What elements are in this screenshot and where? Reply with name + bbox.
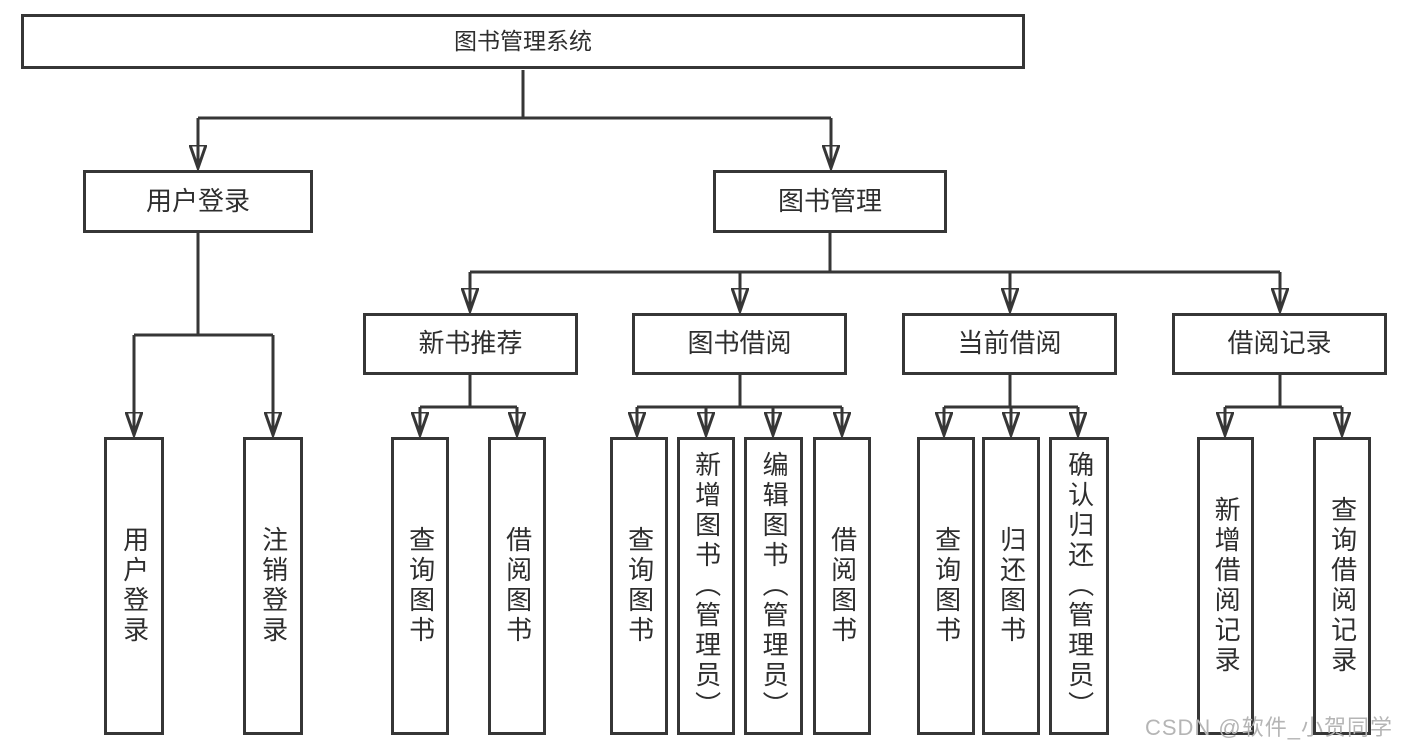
- leaf-current-confirm-return-admin-label: 确认归还（管理员）: [1064, 451, 1095, 721]
- edge-borrow-records-children: [1225, 375, 1342, 435]
- leaf-newbook-borrow-books-label: 借阅图书: [502, 526, 533, 646]
- leaf-borrow-edit-books-admin: 编辑图书（管理员）: [744, 437, 803, 735]
- node-current-borrow-label: 当前借阅: [957, 328, 1062, 359]
- leaf-current-query-books-label: 查询图书: [931, 526, 962, 646]
- node-book-borrow: 图书借阅: [632, 313, 847, 375]
- node-user-login: 用户登录: [83, 170, 313, 233]
- leaf-borrow-add-books-admin-label: 新增图书（管理员）: [691, 451, 722, 721]
- leaf-records-add-record-label: 新增借阅记录: [1211, 496, 1242, 676]
- node-book-borrow-label: 图书借阅: [687, 328, 792, 359]
- edge-current-borrow-children: [944, 375, 1078, 435]
- leaf-current-confirm-return-admin: 确认归还（管理员）: [1049, 437, 1109, 735]
- leaf-borrow-borrow-books-label: 借阅图书: [827, 526, 858, 646]
- leaf-borrow-borrow-books: 借阅图书: [813, 437, 871, 735]
- edge-new-book-rec-children: [420, 375, 517, 435]
- node-new-book-recommend-label: 新书推荐: [418, 328, 523, 359]
- node-borrow-records-label: 借阅记录: [1227, 328, 1332, 359]
- node-root-label: 图书管理系统: [454, 27, 592, 54]
- leaf-current-query-books: 查询图书: [917, 437, 975, 735]
- leaf-logout: 注销登录: [243, 437, 303, 735]
- node-new-book-recommend: 新书推荐: [363, 313, 578, 375]
- edge-root-to-level2: [198, 70, 831, 168]
- node-user-login-label: 用户登录: [145, 185, 250, 216]
- leaf-newbook-borrow-books: 借阅图书: [488, 437, 546, 735]
- leaf-borrow-query-books-label: 查询图书: [624, 526, 655, 646]
- node-borrow-records: 借阅记录: [1172, 313, 1387, 375]
- leaf-logout-label: 注销登录: [258, 526, 289, 646]
- leaf-newbook-query-books-label: 查询图书: [405, 526, 436, 646]
- node-book-management-label: 图书管理: [777, 185, 882, 216]
- leaf-records-query-record: 查询借阅记录: [1313, 437, 1371, 735]
- edge-user-login-children: [134, 233, 273, 435]
- leaf-borrow-query-books: 查询图书: [610, 437, 668, 735]
- watermark: CSDN @软件_小贺同学: [1144, 715, 1393, 740]
- node-current-borrow: 当前借阅: [902, 313, 1117, 375]
- leaf-current-return-books: 归还图书: [982, 437, 1040, 735]
- leaf-records-query-record-label: 查询借阅记录: [1327, 496, 1358, 676]
- leaf-borrow-edit-books-admin-label: 编辑图书（管理员）: [759, 451, 790, 721]
- node-root: 图书管理系统: [21, 14, 1025, 69]
- leaf-borrow-add-books-admin: 新增图书（管理员）: [677, 437, 735, 735]
- leaf-records-add-record: 新增借阅记录: [1197, 437, 1254, 735]
- leaf-current-return-books-label: 归还图书: [996, 526, 1027, 646]
- edge-book-borrow-children: [637, 375, 842, 435]
- leaf-user-login-label: 用户登录: [119, 526, 150, 646]
- edge-book-mgmt-children: [470, 233, 1280, 311]
- node-book-management: 图书管理: [713, 170, 947, 233]
- leaf-user-login: 用户登录: [104, 437, 164, 735]
- leaf-newbook-query-books: 查询图书: [391, 437, 449, 735]
